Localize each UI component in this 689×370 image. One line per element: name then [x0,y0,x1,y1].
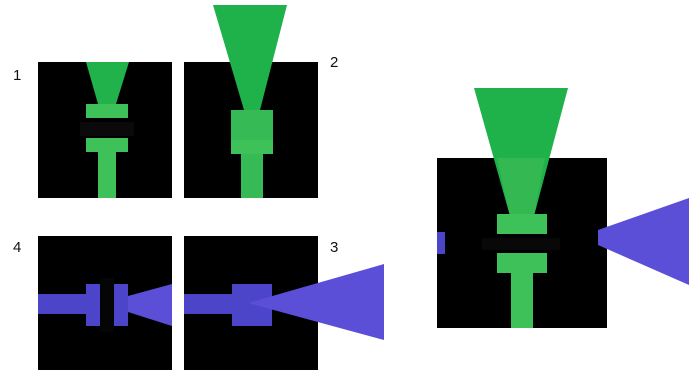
panel-2-label: 2 [330,54,339,71]
panel-2 [184,5,318,198]
panel-large-device-upper [497,214,547,234]
panel-4-blue-right-pad [114,284,128,326]
panel-3-blue-stem [184,294,236,314]
panel-4-blue-left-pad [86,284,100,326]
panel-2-device-stem [241,148,263,198]
panel-large-green-cone [474,88,568,216]
panel-2-device-lower-pad [231,140,273,154]
panel-1 [38,62,172,198]
panel-4-label: 4 [13,239,22,256]
panel-large-device-stem [511,270,533,328]
panel-4-blue-cone [128,284,172,326]
panel-large-gap [482,238,560,250]
panel-large-green-overlap [497,158,545,216]
panel-1-device-stem [98,150,116,198]
panel-4 [38,236,172,370]
panel-3 [184,236,384,370]
panel-1-green-cone [86,62,129,104]
panel-4-blue-stem [38,294,88,314]
panel-1-device-lower-pad [86,138,128,152]
panel-3-label: 3 [330,239,339,256]
panel-1-label: 1 [13,67,22,84]
panel-1-device-upper [86,104,128,118]
panel-4-gap [100,278,114,332]
panel-large-device-lower-pad [497,253,547,273]
panel-2-green-cone [213,5,287,110]
panel-1-gap [80,122,134,136]
panel-large-blue-cone [598,198,689,285]
panel-large [437,88,689,328]
panel-3-blue-cone [248,264,384,340]
panel-large-blue-stub [437,232,445,254]
